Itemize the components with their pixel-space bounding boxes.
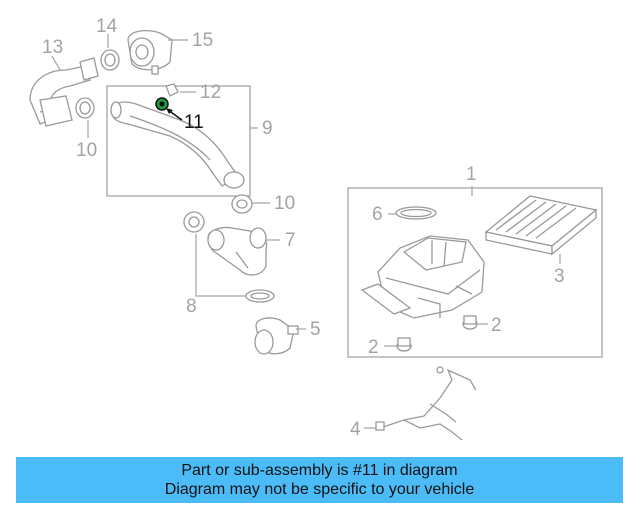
group-9-box [106,85,251,197]
part-7-duct[interactable] [207,226,268,276]
callout-10-left: 10 [76,140,97,161]
callout-2-right: 2 [491,315,502,336]
leader-8 [195,234,246,297]
callout-5: 5 [310,319,321,340]
callout-4: 4 [350,419,361,440]
arrow-11 [166,108,173,114]
parts-diagram: 13 14 15 12 11 9 10 10 1 6 3 7 8 5 2 2 4 [29,16,603,441]
banner-line-part-number: Part or sub-assembly is #11 in diagram [181,462,458,479]
callout-8: 8 [186,296,197,317]
part-5-housing[interactable] [254,317,299,355]
callout-9: 9 [262,118,273,139]
group-1-box [347,187,603,358]
part-2-grommet-right[interactable] [462,315,478,330]
info-banner: Part or sub-assembly is #11 in diagram D… [16,457,623,503]
callout-11: 11 [184,112,204,133]
part-2-grommet-left[interactable] [396,337,412,352]
part-1-air-cleaner[interactable] [360,235,485,319]
part-11-grommet[interactable] [155,97,169,111]
callout-12: 12 [200,82,221,103]
leader-13 [51,55,61,71]
part-4-bracket[interactable] [375,366,477,441]
callout-15: 15 [192,30,213,51]
banner-line-disclaimer: Diagram may not be specific to your vehi… [164,481,475,498]
part-3-filter[interactable] [484,195,598,256]
callout-10-right: 10 [274,193,295,214]
part-10-clamp-left[interactable] [75,97,95,119]
callout-7: 7 [285,230,296,251]
part-12-clip[interactable] [165,83,179,97]
part-15-valve[interactable] [127,29,173,75]
callout-6: 6 [372,204,383,225]
callout-14: 14 [96,16,118,37]
part-6-seal[interactable] [395,206,437,220]
part-13-intake-hose[interactable] [29,57,99,127]
callout-3: 3 [554,266,565,287]
part-14-clamp[interactable] [100,49,120,71]
part-8-clamp-lower[interactable] [245,289,275,303]
part-8-clamp-upper[interactable] [183,211,205,233]
callout-13: 13 [42,37,63,58]
part-10-clamp-right[interactable] [231,194,253,214]
callout-2-left: 2 [368,337,379,358]
part-9-intake-duct[interactable] [110,101,245,189]
callout-1: 1 [466,164,477,185]
